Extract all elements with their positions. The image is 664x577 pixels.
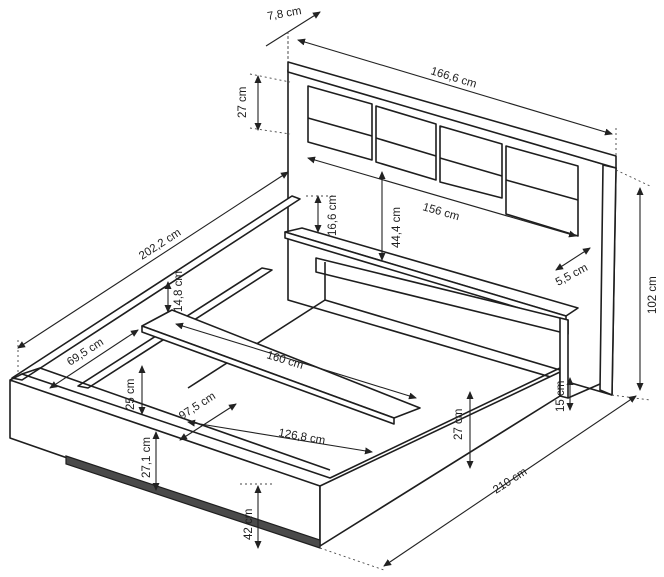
label-height-leg: 15 cm (555, 381, 567, 412)
label-height-side: 27,1 cm (141, 437, 153, 478)
label-height-total: 102 cm (647, 276, 659, 314)
label-length-total: 210 cm (491, 466, 529, 497)
label-depth-97: 97,5 cm (177, 390, 218, 422)
label-height-headboard-mid: 44,4 cm (391, 207, 403, 248)
label-height-panel-top: 27 cm (237, 87, 249, 118)
label-height-frame: 27 cm (453, 409, 465, 440)
label-depth-headboard: 7,8 cm (266, 5, 302, 23)
label-height-base: 42 cm (243, 509, 255, 540)
label-height-rail: 14,8 cm (173, 271, 185, 312)
label-height-shelf: 16,6 cm (327, 195, 339, 236)
label-length-inner: 126,8 cm (277, 427, 326, 447)
label-height-inner-25: 25 cm (125, 379, 137, 410)
dimension-lines (17, 11, 651, 571)
